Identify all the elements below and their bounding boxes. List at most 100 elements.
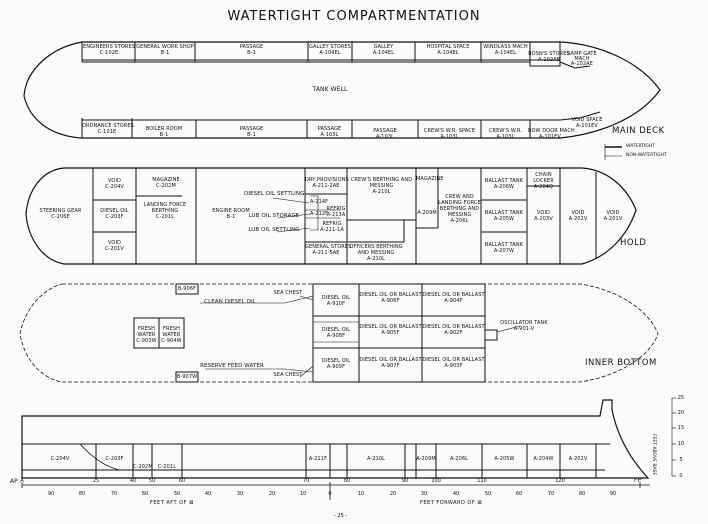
fwd-tick: 40 <box>452 491 460 497</box>
pf-code-7: A-206L <box>449 456 469 462</box>
frame-tick: 100 <box>431 478 441 484</box>
aft-axis-label: FEET AFT OF ⊠ <box>150 500 194 506</box>
inner-bottom-leaders <box>200 295 521 378</box>
inner-bottom-label: INNER BOTTOM <box>585 358 657 368</box>
aft-tick: 70 <box>110 491 118 497</box>
ib-clean-diesel: CLEAN DIESEL OIL <box>204 299 256 305</box>
main-deck-outline <box>23 41 661 139</box>
frame-tick: 25 <box>92 478 100 484</box>
hold-9: A-212F <box>310 211 329 217</box>
diesel-settling-note: DIESEL OIL SETTLING <box>244 191 305 197</box>
legend-non-watertight: NON-WATERTIGHT <box>626 153 667 158</box>
main-deck-bottom-compartments <box>81 111 601 138</box>
inner-bottom-tanks <box>133 283 498 383</box>
profile-feet-above: FEET ABOVE BASE <box>651 434 656 476</box>
frame-tick: 90 <box>401 478 409 484</box>
hold-8: A-214F <box>310 199 329 205</box>
frame-tick: 50 <box>148 478 156 484</box>
pf-code-9: A-204W <box>533 456 554 462</box>
pf-code-8: A-205W <box>494 456 515 462</box>
lube-settling-note: LUB OIL SETTLING <box>248 227 300 233</box>
fwd-tick: 80 <box>578 491 586 497</box>
ib-b907w: B-907W <box>176 374 198 380</box>
pf-code-6: A-209M <box>416 456 436 462</box>
aft-tick: 90 <box>47 491 55 497</box>
frame-tick: 60 <box>178 478 186 484</box>
page-number: - 25 - <box>334 513 348 519</box>
frame-tick: A <box>20 478 24 484</box>
fwd-axis-label: FEET FORWARD OF ⊠ <box>420 500 483 506</box>
frame-tick: 110 <box>477 478 487 484</box>
fp-label: FP <box>634 477 642 484</box>
aft-tick: 50 <box>173 491 181 497</box>
hold-outline <box>25 167 637 265</box>
profile-bulkheads <box>95 444 597 478</box>
hold-16: CREW AND LANDING FORCE BERTHING AND MESS… <box>438 194 481 224</box>
fwd-tick: 90 <box>609 491 617 497</box>
fwd-tick: 20 <box>389 491 397 497</box>
profile-right-scale <box>671 397 676 477</box>
right-scale-5: 5 <box>679 457 683 463</box>
frame-tick: 80 <box>343 478 351 484</box>
fwd-tick: 0 <box>328 491 332 497</box>
aft-tick: 60 <box>141 491 149 497</box>
aft-tick: 20 <box>268 491 276 497</box>
right-scale-20: 20 <box>677 410 685 416</box>
fwd-tick: 60 <box>515 491 523 497</box>
ib-b906f: B-906F <box>177 286 197 292</box>
aft-tick: 40 <box>204 491 212 497</box>
pf-code-3: C-201L <box>157 464 177 470</box>
inner-bottom-outline <box>19 283 659 383</box>
ib-sea-chest-bot: SEA CHEST <box>273 372 303 378</box>
legend-lines <box>604 144 622 160</box>
pf-code-0: C-204V <box>50 456 70 462</box>
pf-code-4: A-211F <box>308 456 328 462</box>
profile-outline <box>21 399 650 479</box>
hold-15: MAGAZINE <box>416 176 444 182</box>
hold-leaders <box>272 197 311 233</box>
frame-tick: 40 <box>129 478 137 484</box>
axis-line <box>21 482 650 500</box>
right-scale-25: 25 <box>677 395 685 401</box>
ib-sea-chest-top: SEA CHEST <box>273 290 303 296</box>
pf-code-2: C-202M <box>133 464 153 470</box>
frame-tick: 70 <box>302 478 310 484</box>
